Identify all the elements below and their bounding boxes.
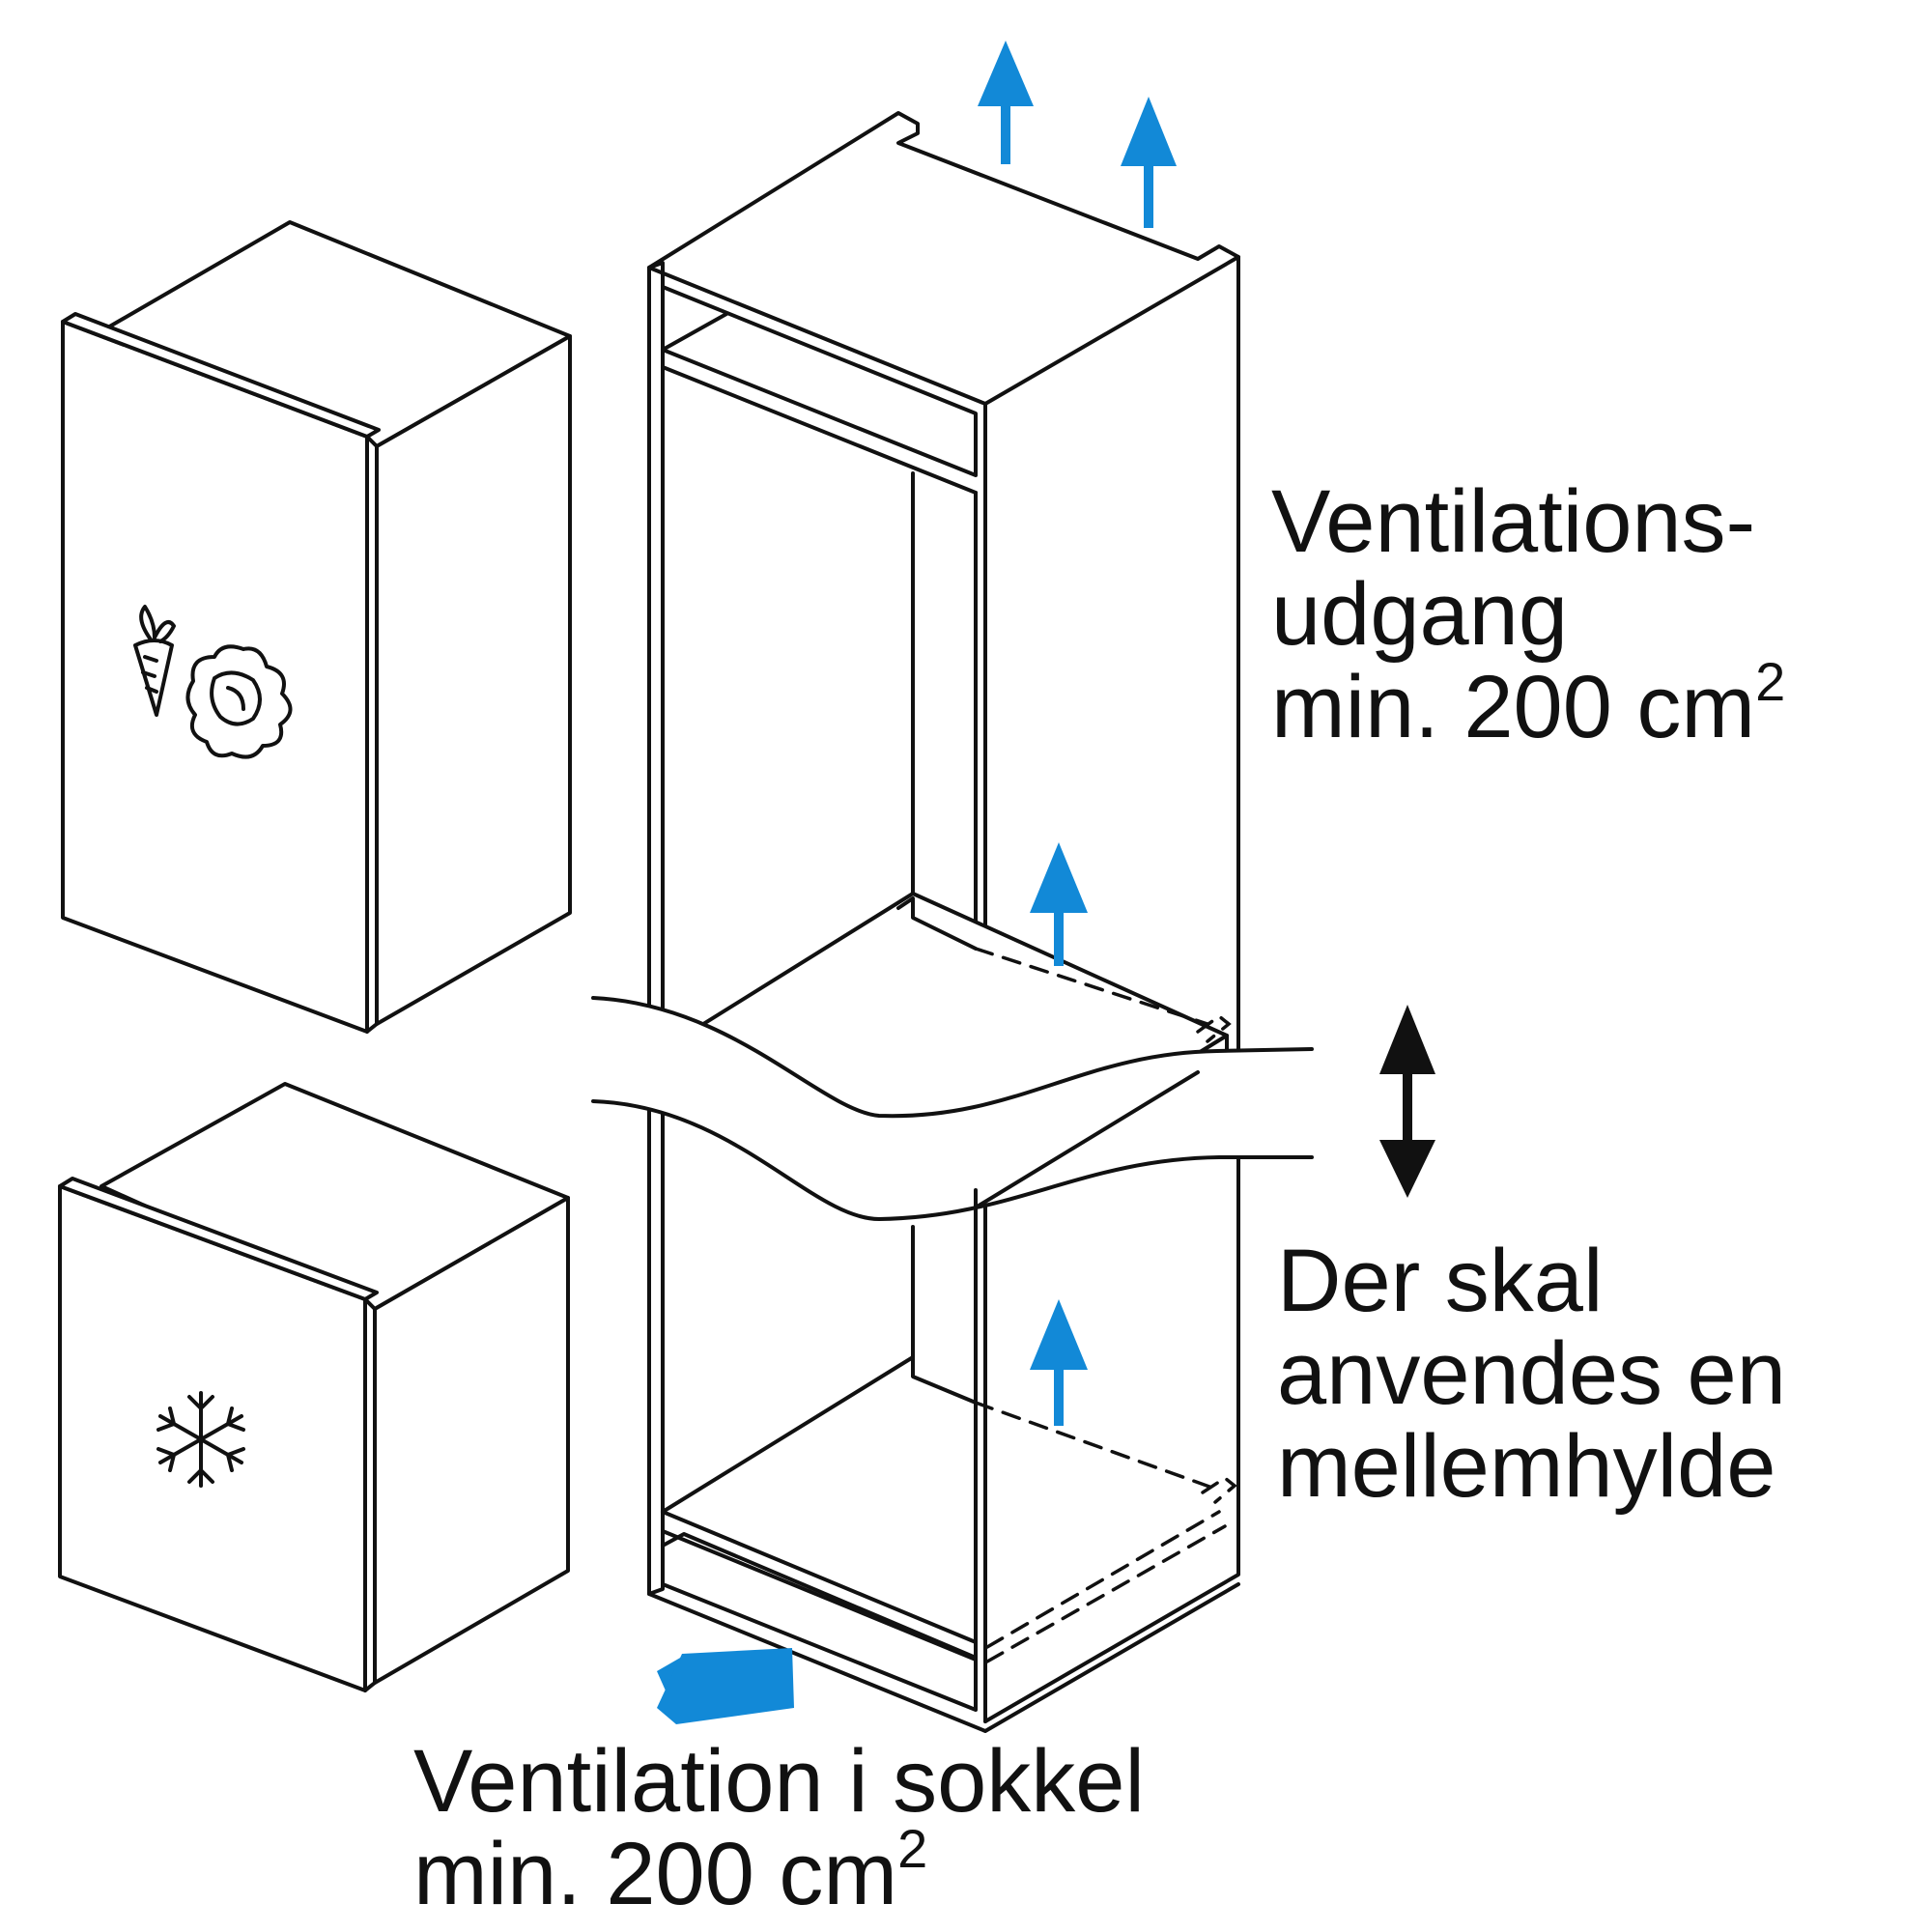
outlet-label-area: min. 200 cm	[1271, 658, 1756, 756]
plinth-label-line2: min. 200 cm2	[413, 1822, 1145, 1923]
shelf-rear-lip	[896, 896, 978, 951]
fridge-door-top-lip	[61, 312, 381, 439]
shelf-label-line2: anvendes en	[1277, 1324, 1786, 1423]
shelf-label-line3: mellemhylde	[1277, 1417, 1776, 1516]
cabinet-front-left	[647, 266, 987, 406]
outlet-label-line1: Ventilations-	[1271, 472, 1756, 571]
shelf-slot-dashed	[1196, 1013, 1232, 1043]
cabinet-floor-dashed	[974, 1401, 1214, 1490]
snowflake-icon	[156, 1391, 245, 1488]
freezer-door-top-lip	[58, 1177, 379, 1301]
shelf-edge-redraw	[974, 1070, 1200, 1209]
cabinet-top-left-edge	[647, 111, 1240, 270]
outlet-label: Ventilations- udgang min. 200 cm2	[1271, 475, 1785, 753]
airflow-arrows	[657, 41, 1177, 1724]
cabinet-top-rail	[661, 285, 978, 477]
shelf-label-line1: Der skal	[1277, 1232, 1604, 1330]
plinth-inlet-arrow	[657, 1648, 794, 1724]
freezer-module	[58, 1082, 570, 1692]
cabinet-floor-slot-dashed	[1201, 1475, 1237, 1504]
outlet-label-line3: min. 200 cm2	[1271, 655, 1785, 756]
outlet-arrow-1	[978, 41, 1034, 164]
outlet-label-line2: udgang	[1271, 565, 1568, 664]
shelf-label: Der skal anvendes en mellemhylde	[1277, 1235, 1786, 1513]
cut-wave-area	[593, 998, 1312, 1219]
cut-wave-bottom	[591, 1099, 1314, 1221]
cut-wave-top	[591, 996, 1314, 1119]
plinth-dashed-2	[985, 1510, 1221, 1649]
plinth-label-sup: 2	[897, 1818, 928, 1879]
shelf-rear-dashed	[974, 947, 1209, 1026]
shelf-adjust-arrow	[1379, 1005, 1435, 1198]
cabinet-plinth-band	[661, 1529, 978, 1712]
plinth-dashed-1	[985, 1524, 1227, 1663]
plinth-label-area: min. 200 cm	[413, 1825, 898, 1923]
cabinet-top-rail-back	[661, 312, 728, 352]
outlet-arrow-2	[1121, 97, 1177, 228]
cabinet-bottom-front	[647, 1582, 1240, 1733]
cabinet-floor-left	[661, 1355, 978, 1514]
cabinet-left-post	[647, 261, 665, 1596]
shelf-airflow-arrow-upper	[1030, 842, 1088, 966]
fridge-side-face	[375, 334, 572, 1026]
plinth-label: Ventilation i sokkel min. 200 cm2	[413, 1735, 1145, 1920]
shelf-airflow-arrow-lower	[1030, 1299, 1088, 1426]
cabinet-floor-front	[661, 1510, 978, 1644]
fridge-module	[61, 220, 572, 1034]
outlet-label-sup: 2	[1755, 651, 1786, 712]
cabinet-plinth-inner	[661, 1532, 978, 1660]
carrot-icon	[133, 605, 176, 717]
lettuce-icon	[185, 644, 293, 759]
cabinet-top-rail-inner	[661, 365, 978, 495]
cabinet-niche	[591, 111, 1314, 1733]
plinth-label-line1: Ventilation i sokkel	[413, 1732, 1145, 1831]
